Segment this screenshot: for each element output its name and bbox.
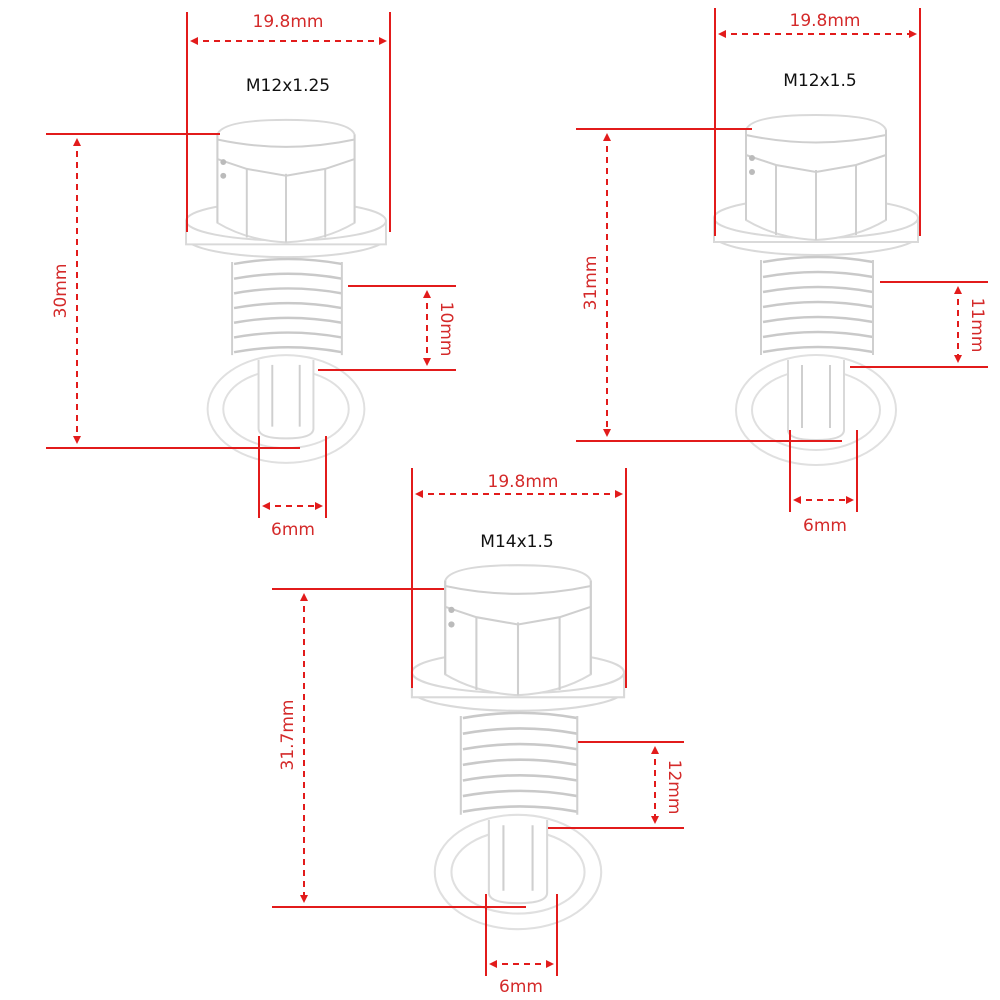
bolt-1-thread-spec: M12x1.25 (246, 76, 330, 96)
bolt-2-drawing (712, 113, 920, 467)
bolt-3-thread-spec: M14x1.5 (480, 532, 553, 552)
bolt-2-thread-label: 11mm (967, 298, 987, 353)
bolt-2-width-label: 19.8mm (790, 11, 861, 31)
bolt-3-thread-label: 12mm (664, 760, 684, 815)
bolt-3-tip-label: 6mm (499, 977, 543, 997)
bolt-2: 19.8mm M12x1.5 31mm 11mm 6mm (576, 8, 988, 536)
bolt-2-thread-spec: M12x1.5 (783, 71, 856, 91)
bolt-1: 19.8mm M12x1.25 30mm 10mm 6mm (46, 12, 456, 540)
bolt-2-length-label: 31mm (581, 256, 601, 311)
bolt-3-drawing (410, 563, 626, 931)
bolt-3: 19.8mm M14x1.5 31.7mm 12mm 6mm (272, 468, 684, 997)
bolt-3-length-label: 31.7mm (278, 700, 298, 771)
bolt-1-tip-label: 6mm (271, 520, 315, 540)
bolt-1-drawing (184, 118, 388, 465)
bolt-3-width-label: 19.8mm (488, 472, 559, 492)
bolt-2-tip-label: 6mm (803, 516, 847, 536)
bolt-1-thread-label: 10mm (436, 302, 456, 357)
bolt-1-width-label: 19.8mm (253, 12, 324, 32)
bolt-1-length-label: 30mm (51, 264, 71, 319)
